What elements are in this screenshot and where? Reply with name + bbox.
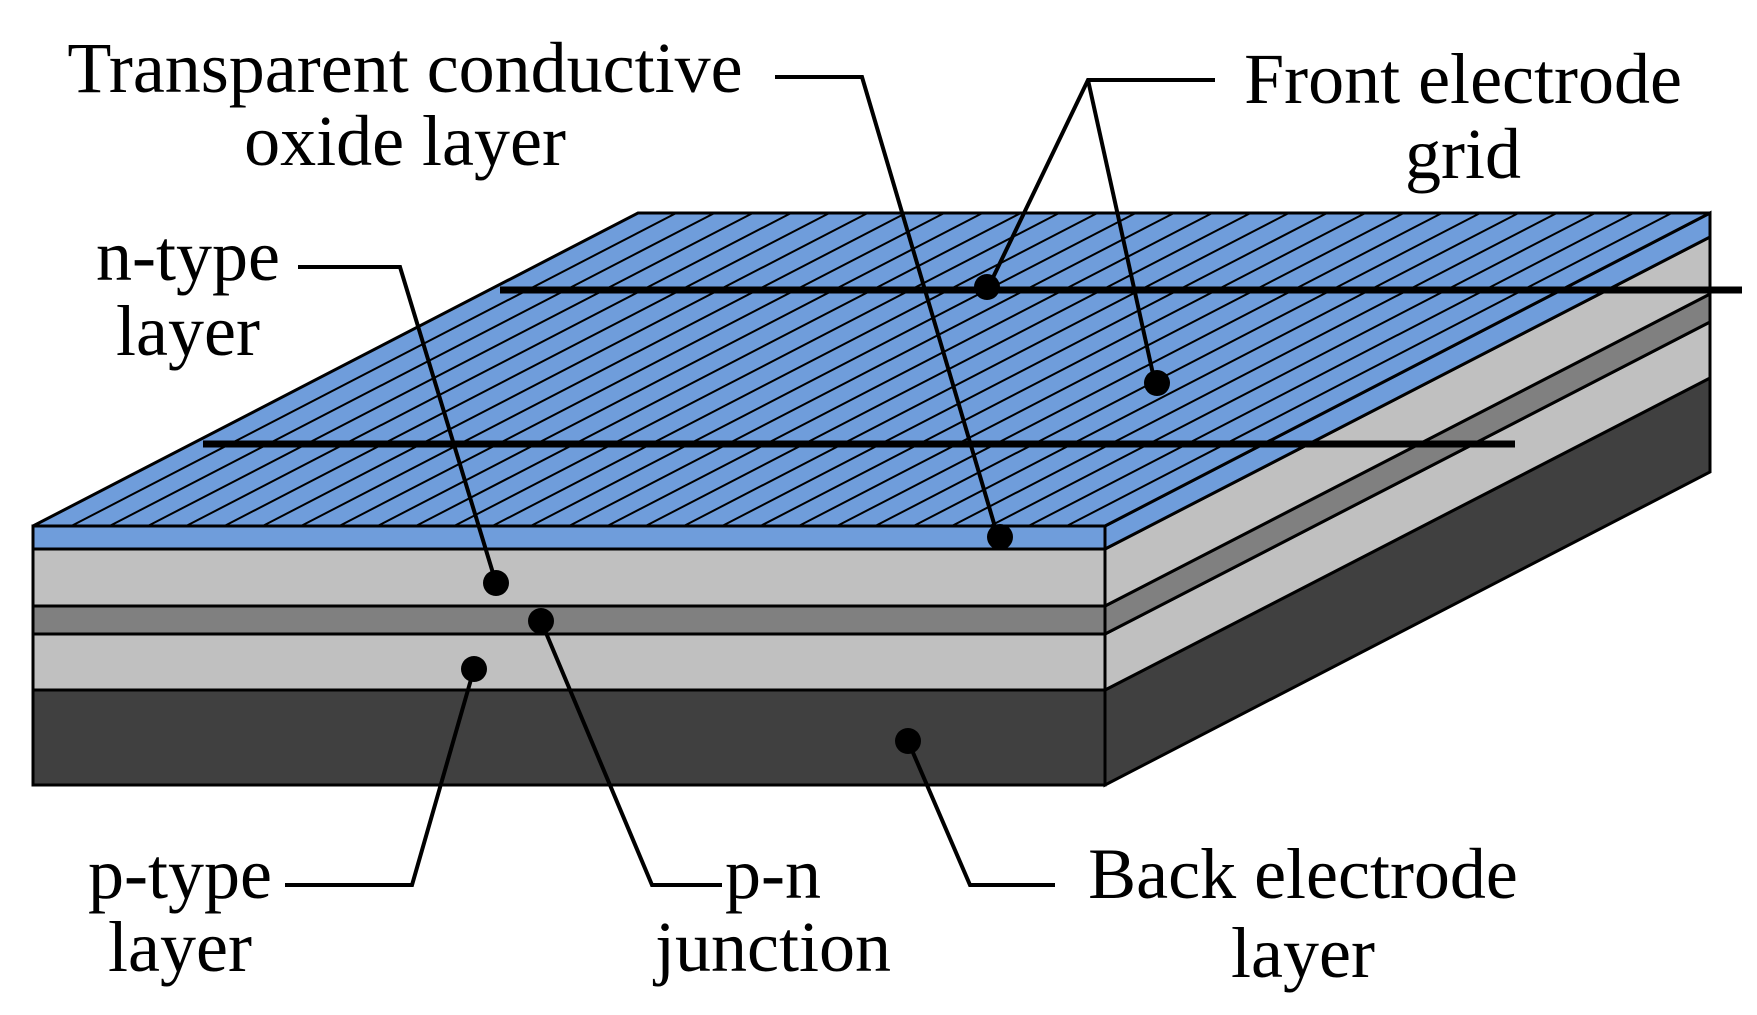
label-n-type-line1: n-type xyxy=(96,216,280,296)
grid-finger-line xyxy=(951,212,1558,527)
grid-finger-line xyxy=(109,212,716,527)
grid-finger-line xyxy=(913,212,1520,527)
label-pn-junction-line2: junction xyxy=(652,907,891,987)
grid-finger-line xyxy=(338,212,945,527)
grid-finger-line xyxy=(568,212,1175,527)
label-back-electrode-line2: layer xyxy=(1231,913,1375,993)
grid-finger-line xyxy=(530,212,1137,527)
leader-pn-junction xyxy=(539,620,722,887)
grid-finger-line xyxy=(415,212,1022,527)
dot-front-grid-upper xyxy=(974,274,1000,300)
dot-pn-junction xyxy=(528,608,554,634)
junction-front-face xyxy=(31,604,1107,636)
grid-finger-line xyxy=(683,212,1290,527)
grid-finger-line xyxy=(491,212,1098,527)
label-tco-line2: oxide layer xyxy=(244,101,566,181)
label-p-type-line1: p-type xyxy=(88,834,272,914)
back-electrode-front-face xyxy=(31,688,1107,787)
label-n-type-line2: layer xyxy=(116,291,260,371)
dot-p-type xyxy=(461,656,487,682)
leader-front-grid-2 xyxy=(1086,79,1157,384)
grid-fingers xyxy=(70,212,1673,527)
label-tco-line1: Transparent conductive xyxy=(67,28,742,108)
leader-lines xyxy=(285,75,1215,887)
p-layer-front-face xyxy=(31,632,1107,692)
grid-finger-line xyxy=(300,212,907,527)
label-back-electrode-line1: Back electrode xyxy=(1088,834,1518,914)
grid-finger-line xyxy=(1027,212,1634,527)
dot-n-type xyxy=(483,570,509,596)
slab-right-side xyxy=(1103,210,1712,788)
grid-finger-line xyxy=(453,212,1060,527)
grid-finger-line xyxy=(836,212,1443,527)
grid-finger-line xyxy=(759,212,1366,527)
grid-finger-line xyxy=(377,212,984,527)
callout-dots xyxy=(461,274,1170,754)
grid-finger-line xyxy=(262,212,869,527)
grid-finger-line xyxy=(147,212,754,527)
leader-n-type xyxy=(298,265,498,584)
grid-finger-line xyxy=(70,212,677,527)
grid-finger-line xyxy=(1066,212,1673,527)
tco-front-face xyxy=(31,524,1107,551)
leader-p-type xyxy=(285,668,476,887)
n-layer-front-face xyxy=(31,547,1107,608)
leader-tco xyxy=(775,75,1000,538)
label-pn-junction-line1: p-n xyxy=(725,834,821,914)
grid-finger-line xyxy=(223,212,830,527)
leader-back-electrode xyxy=(906,740,1055,887)
dot-back-electrode xyxy=(895,728,921,754)
label-front-grid-line1: Front electrode xyxy=(1244,39,1682,119)
grid-finger-line xyxy=(874,212,1481,527)
grid-finger-line xyxy=(721,212,1328,527)
label-front-grid-line2: grid xyxy=(1405,114,1521,194)
grid-finger-line xyxy=(606,212,1213,527)
label-p-type-line2: layer xyxy=(108,907,252,987)
dot-tco xyxy=(987,524,1013,550)
grid-finger-line xyxy=(185,212,792,527)
dot-front-grid-finger xyxy=(1144,370,1170,396)
slab-front xyxy=(31,524,1107,787)
grid-finger-line xyxy=(798,212,1405,527)
grid-finger-line xyxy=(989,212,1596,527)
